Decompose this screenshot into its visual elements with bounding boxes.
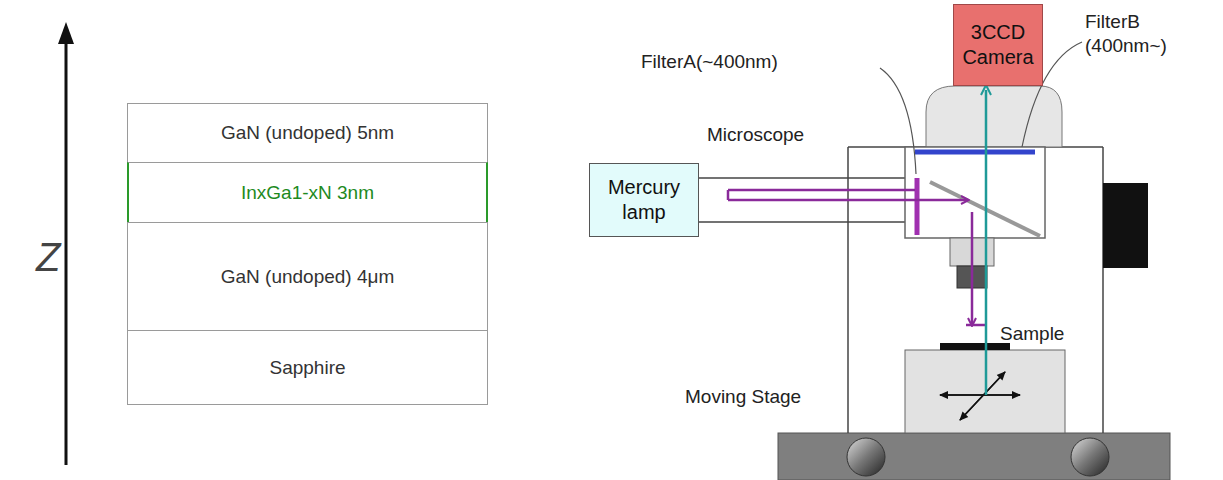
camera-box: 3CCD Camera — [953, 4, 1043, 86]
emission-light — [985, 90, 988, 395]
lamp-tube — [697, 177, 905, 179]
base-plate — [778, 433, 1170, 480]
filter-a — [915, 178, 920, 235]
node-text: InxGa1-xN 3nm — [241, 181, 374, 205]
filter-label: FilterA(~400nm) — [641, 50, 778, 74]
part-label: Moving Stage — [685, 385, 801, 409]
node-text: GaN (undoped) 5nm — [221, 121, 394, 145]
axis-label: Z — [36, 232, 60, 282]
sample — [940, 343, 1010, 350]
node-text: Sapphire — [269, 356, 345, 380]
excitation-light — [971, 212, 974, 325]
node-text: 3CCD Camera — [959, 20, 1037, 70]
layer-box: InxGa1-xN 3nm — [127, 162, 488, 223]
excitation-light — [966, 324, 986, 327]
layer-box: GaN (undoped) 5nm — [127, 103, 488, 163]
excitation-light — [727, 190, 730, 200]
z-axis-head — [58, 22, 74, 44]
lamp-tube — [697, 221, 905, 223]
lamp-box: Mercury lamp — [589, 163, 699, 237]
layer-box: Sapphire — [127, 330, 488, 405]
stage-arrow — [940, 394, 1020, 396]
filter-b — [915, 150, 1035, 155]
focus-knob — [1103, 183, 1148, 268]
excitation-light — [728, 199, 968, 202]
foot-ball — [1071, 438, 1109, 476]
part-label: Microscope — [707, 123, 804, 147]
stage-arrow — [940, 394, 1020, 396]
leader-line — [880, 68, 916, 174]
stage-arrow — [960, 372, 1005, 420]
camera-lens — [926, 86, 1062, 147]
filter-label: FilterB (400nm~) — [1085, 10, 1185, 58]
foot-ball — [847, 438, 885, 476]
part-label: Sample — [1000, 322, 1064, 346]
stage-arrow — [960, 372, 1005, 420]
node-text: Mercury lamp — [595, 175, 693, 225]
z-axis — [65, 40, 68, 465]
excitation-light — [728, 189, 915, 192]
layer-box: GaN (undoped) 4μm — [127, 222, 488, 331]
filter-cube — [905, 147, 1045, 238]
node-text: GaN (undoped) 4μm — [221, 265, 395, 289]
